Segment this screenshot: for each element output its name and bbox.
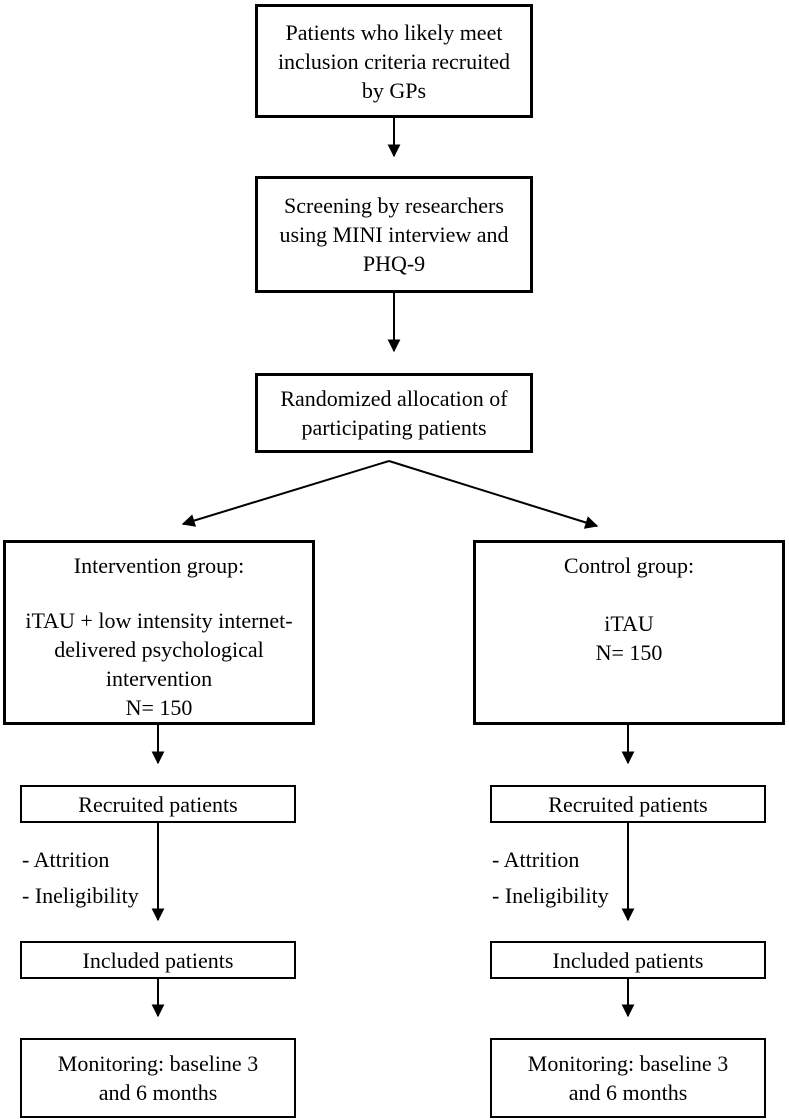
intervention-blank-line — [6, 580, 312, 606]
box-recruited-by-gps: Patients who likely meet inclusion crite… — [255, 4, 533, 118]
intervention-group-title: Intervention group: — [73, 553, 245, 578]
recruited-label-right: Recruited patients — [548, 791, 708, 817]
intervention-line-2: delivered psychological — [54, 637, 264, 662]
intervention-line-1: iTAU + low intensity internet- — [25, 608, 293, 633]
note-attrition-left: - Attrition — [22, 847, 110, 872]
recruit-line-2: inclusion criteria recruited — [277, 48, 511, 74]
arrow-split-right — [388, 460, 599, 529]
included-label-right: Included patients — [552, 947, 704, 973]
arrow-split-left — [181, 460, 390, 527]
screening-line-2: using MINI interview and — [279, 222, 509, 247]
recruit-line-3: by GPs — [361, 77, 427, 103]
randomization-line-1: Randomized allocation of — [280, 386, 508, 411]
note-attrition-right: - Attrition — [492, 847, 580, 872]
control-sample-size: N= 150 — [595, 640, 663, 665]
box-monitoring-left: Monitoring: baseline 3 and 6 months — [20, 1038, 296, 1118]
monitoring-left-line-1: Monitoring: baseline 3 — [57, 1051, 259, 1076]
included-label-left: Included patients — [82, 947, 234, 973]
monitoring-right-line-2: and 6 months — [568, 1080, 688, 1105]
box-recruited-patients-left: Recruited patients — [20, 785, 296, 823]
recruited-label-left: Recruited patients — [78, 791, 238, 817]
box-control-group: Control group: iTAU N= 150 — [473, 540, 785, 725]
control-line-1: iTAU — [604, 611, 654, 636]
box-included-patients-left: Included patients — [20, 941, 296, 979]
intervention-line-3: intervention — [105, 666, 213, 691]
randomization-line-2: participating patients — [301, 415, 487, 440]
box-monitoring-right: Monitoring: baseline 3 and 6 months — [490, 1038, 766, 1118]
control-blank-line — [476, 580, 782, 609]
monitoring-left-line-2: and 6 months — [98, 1080, 218, 1105]
box-recruited-patients-right: Recruited patients — [490, 785, 766, 823]
intervention-sample-size: N= 150 — [125, 695, 193, 720]
screening-line-1: Screening by researchers — [284, 193, 504, 218]
note-ineligibility-right: - Ineligibility — [492, 883, 609, 908]
box-included-patients-right: Included patients — [490, 941, 766, 979]
note-ineligibility-left: - Ineligibility — [22, 883, 139, 908]
box-intervention-group: Intervention group: iTAU + low intensity… — [3, 540, 315, 725]
screening-line-3: PHQ-9 — [362, 251, 426, 276]
monitoring-right-line-1: Monitoring: baseline 3 — [527, 1051, 729, 1076]
recruit-line-1: Patients who likely meet — [285, 19, 503, 45]
box-screening: Screening by researchers using MINI inte… — [255, 176, 533, 293]
box-randomization: Randomized allocation of participating p… — [255, 373, 533, 453]
control-group-title: Control group: — [563, 553, 695, 578]
